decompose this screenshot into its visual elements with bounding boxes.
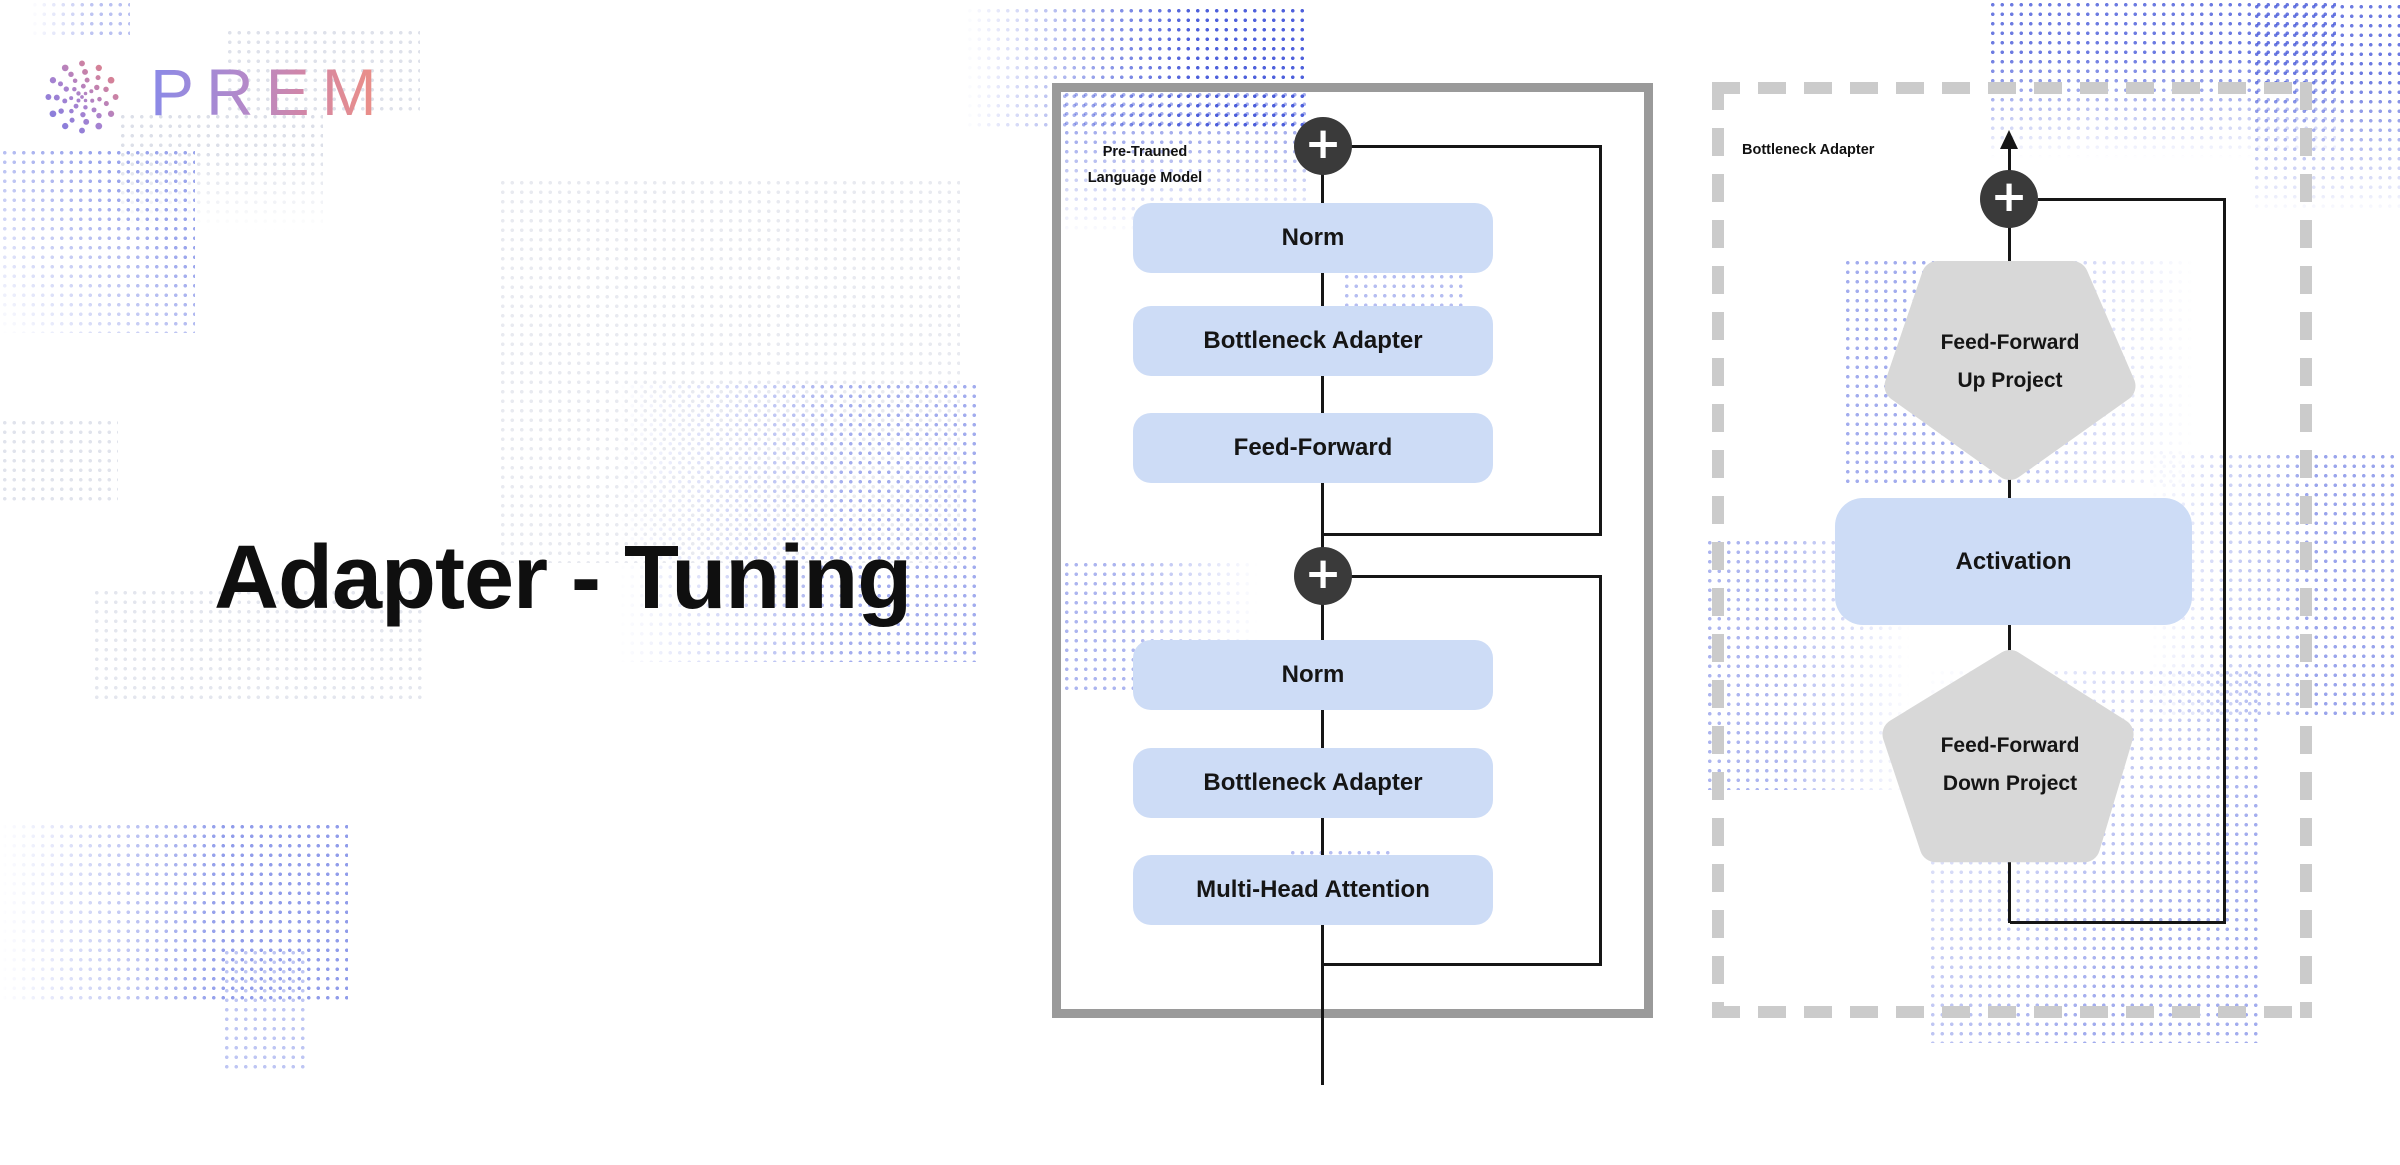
dot-pattern bbox=[118, 112, 323, 230]
dot-pattern bbox=[498, 178, 960, 563]
block-bottleneck-adapter-2: Bottleneck Adapter bbox=[1133, 748, 1493, 818]
dot-pattern bbox=[0, 148, 195, 333]
add-node: + bbox=[1980, 170, 2038, 228]
block-multi-head-attention: Multi-Head Attention bbox=[1133, 855, 1493, 925]
brand-wordmark: PREM bbox=[150, 55, 389, 129]
dot-pattern bbox=[0, 822, 348, 1004]
block-activation: Activation bbox=[1835, 498, 2192, 625]
connector-line bbox=[2007, 227, 2011, 267]
right-diagram-label: Bottleneck Adapter bbox=[1742, 142, 1875, 158]
connector-line bbox=[1323, 574, 1599, 578]
feed-forward-up-project-label: Feed-Forward Up Project bbox=[1860, 324, 2160, 400]
connector-line bbox=[1323, 144, 1599, 148]
dot-pattern bbox=[0, 418, 118, 506]
left-diagram-label-line2: Language Model bbox=[1087, 170, 1203, 186]
plus-icon: + bbox=[1304, 547, 1342, 599]
down-project-line2: Down Project bbox=[1942, 772, 2078, 795]
add-node: + bbox=[1294, 117, 1352, 175]
block-label: Bottleneck Adapter bbox=[1203, 769, 1423, 796]
up-project-line1: Feed-Forward bbox=[1940, 331, 2080, 354]
connector-line bbox=[2007, 478, 2011, 500]
plus-icon: + bbox=[1990, 170, 2028, 222]
connector-line bbox=[1321, 146, 1324, 1085]
left-diagram-label-line1: Pre-Trauned bbox=[1102, 144, 1188, 160]
left-diagram-label: Pre-Trauned Language Model bbox=[1065, 139, 1225, 191]
dot-pattern bbox=[30, 0, 130, 38]
down-project-line1: Feed-Forward bbox=[1940, 734, 2080, 757]
page-title: Adapter - Tuning bbox=[214, 528, 912, 628]
connector-line bbox=[1323, 962, 1602, 966]
dashed-border-left bbox=[1712, 82, 1724, 1018]
dot-pattern bbox=[222, 948, 310, 1070]
plus-icon: + bbox=[1304, 117, 1342, 169]
block-label: Feed-Forward bbox=[1233, 434, 1393, 461]
add-node: + bbox=[1294, 547, 1352, 605]
connector-line bbox=[1599, 144, 1602, 536]
bottleneck-adapter-box: Bottleneck Adapter + Feed-Forward Up Pro… bbox=[1712, 82, 2312, 1018]
block-feed-forward: Feed-Forward bbox=[1133, 413, 1493, 483]
block-label: Multi-Head Attention bbox=[1196, 876, 1430, 903]
feed-forward-down-project-label: Feed-Forward Down Project bbox=[1860, 727, 2160, 803]
block-label: Norm bbox=[1281, 661, 1345, 688]
connector-line bbox=[2007, 625, 2011, 652]
prem-logo-icon bbox=[45, 60, 119, 134]
block-bottleneck-adapter-1: Bottleneck Adapter bbox=[1133, 306, 1493, 376]
block-label: Norm bbox=[1281, 224, 1345, 251]
block-norm-2: Norm bbox=[1133, 640, 1493, 710]
pretrained-language-model-box: Pre-Trauned Language Model + + Norm Bott… bbox=[1052, 83, 1653, 1085]
block-label: Activation bbox=[1955, 547, 2072, 575]
connector-line bbox=[2038, 197, 2226, 201]
block-label: Bottleneck Adapter bbox=[1203, 327, 1423, 354]
up-project-line2: Up Project bbox=[1957, 369, 2063, 392]
connector-line bbox=[2007, 146, 2011, 171]
connector-line bbox=[1599, 574, 1602, 966]
connector-line bbox=[1323, 532, 1602, 536]
block-norm-1: Norm bbox=[1133, 203, 1493, 273]
